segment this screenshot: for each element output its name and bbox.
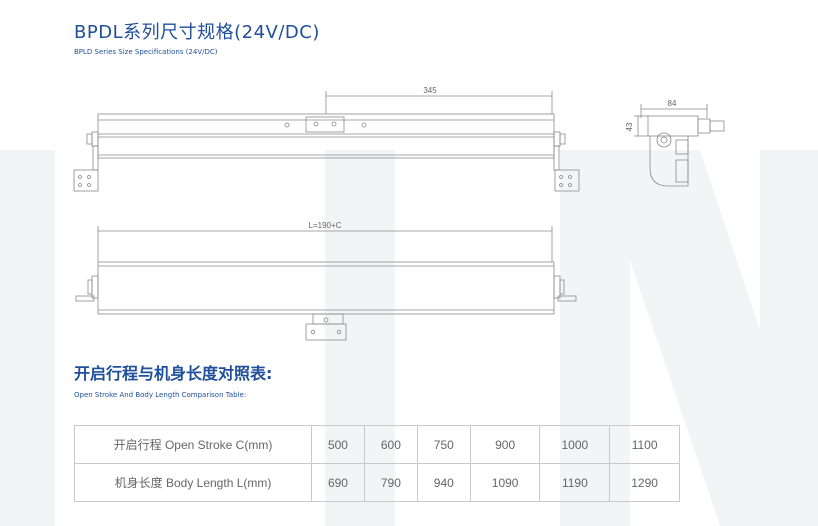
top-view [73, 91, 580, 192]
technical-drawing: 345 84 43 L=190+C [73, 86, 725, 341]
dim-side-height: 43 [625, 122, 634, 131]
table-row: 开启行程 Open Stroke C(mm) 500 600 750 900 1… [74, 425, 680, 464]
bottom-view [75, 226, 577, 341]
table-cell: 750 [416, 425, 471, 464]
row-label-open-stroke: 开启行程 Open Stroke C(mm) [74, 425, 312, 464]
stroke-length-table: 开启行程 Open Stroke C(mm) 500 600 750 900 1… [74, 425, 680, 502]
table-cell: 1100 [609, 425, 680, 464]
table-cell: 500 [311, 425, 365, 464]
side-view [634, 104, 725, 187]
page-subtitle: BPLD Series Size Specifications (24V/DC) [74, 48, 218, 56]
dim-length: L=190+C [309, 221, 342, 230]
row-label-body-length: 机身长度 Body Length L(mm) [74, 463, 312, 502]
page-title: BPDL系列尺寸规格(24V/DC) [74, 22, 320, 43]
section-title: 开启行程与机身长度对照表: [74, 364, 273, 383]
table-cell: 790 [363, 463, 418, 502]
table-cell: 1090 [469, 463, 541, 502]
dim-top-width: 345 [423, 86, 437, 95]
table-row: 机身长度 Body Length L(mm) 690 790 940 1090 … [74, 463, 680, 502]
table-cell: 900 [469, 425, 541, 464]
table-cell: 1290 [609, 463, 680, 502]
table-cell: 1000 [539, 425, 611, 464]
table-cell: 600 [363, 425, 418, 464]
table-cell: 940 [416, 463, 471, 502]
section-subtitle: Open Stroke And Body Length Comparison T… [74, 391, 247, 399]
table-cell: 1190 [539, 463, 611, 502]
table-cell: 690 [311, 463, 365, 502]
dim-side-width: 84 [668, 99, 677, 108]
